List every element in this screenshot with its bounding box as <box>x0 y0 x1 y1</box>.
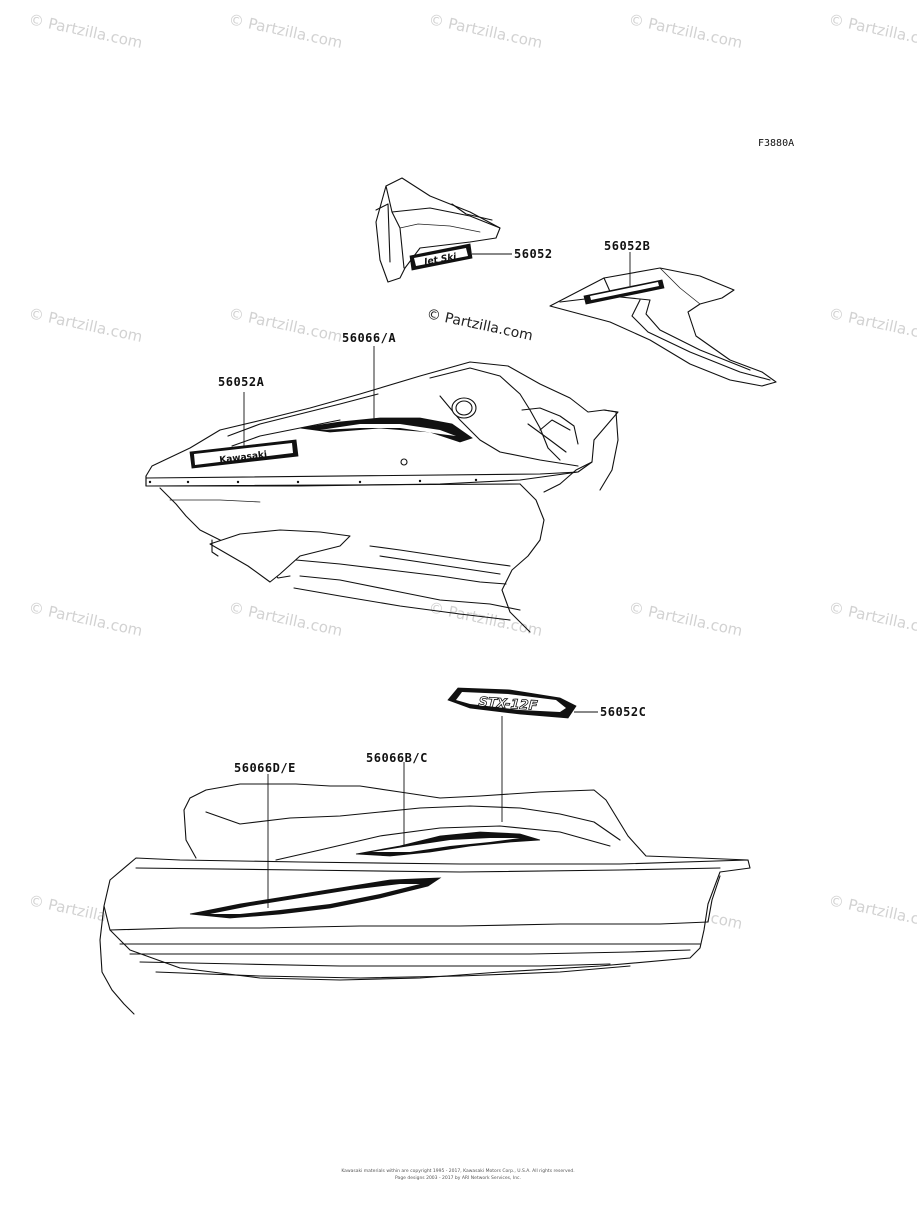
callout-56066a: 56066/A <box>342 331 396 345</box>
copyright-line: Page designs 2003 - 2017 by ARI Network … <box>395 1175 521 1181</box>
center-watermark: © Partzilla.com <box>425 306 534 344</box>
side-panel-part <box>549 267 777 387</box>
watermark: © Partzilla.com <box>27 10 144 52</box>
top-cover-part: Jet Ski <box>375 177 501 283</box>
kawasaki-decal: Kawasaki <box>189 439 299 469</box>
jetski-decal: Jet Ski <box>409 243 473 271</box>
callout-56052c: 56052C <box>600 705 646 719</box>
watermark: © Partzilla.com <box>27 304 144 346</box>
watermark: © Partzilla.com <box>427 598 544 640</box>
watermark: © Partzilla.com <box>827 891 917 933</box>
watermark: © Partzilla.com <box>827 598 917 640</box>
watermark: © Partzilla.com <box>627 598 744 640</box>
watermark: © Partzilla.com <box>227 598 344 640</box>
callout-56052b: 56052B <box>604 239 650 253</box>
gtx-emblem-text: STX-12F <box>478 695 538 714</box>
callout-56066bc: 56066B/C <box>366 751 428 765</box>
callout-56066de: 56066D/E <box>234 761 296 775</box>
watermark: © Partzilla.com <box>227 10 344 52</box>
watermark: © Partzilla.com <box>827 10 917 52</box>
watermark: © Partzilla.com <box>27 598 144 640</box>
watermark: © Partzilla.com <box>627 10 744 52</box>
deck-assembly: Kawasaki <box>145 361 619 633</box>
copyright-line: Kawasaki materials within are copyright … <box>341 1168 574 1174</box>
callout-56052a: 56052A <box>218 375 265 389</box>
hull-assembly <box>99 783 751 1015</box>
rivet-row <box>148 458 478 484</box>
watermark: © Partzilla.com <box>227 304 344 346</box>
gtx-emblem-part: STX-12F <box>447 687 577 719</box>
watermark: © Partzilla.com <box>427 10 544 52</box>
callout-56052: 56052 <box>514 247 553 261</box>
watermark: © Partzilla.com <box>827 304 917 346</box>
figure-id: F3880A <box>758 138 794 149</box>
side-panel-logo <box>583 279 665 305</box>
